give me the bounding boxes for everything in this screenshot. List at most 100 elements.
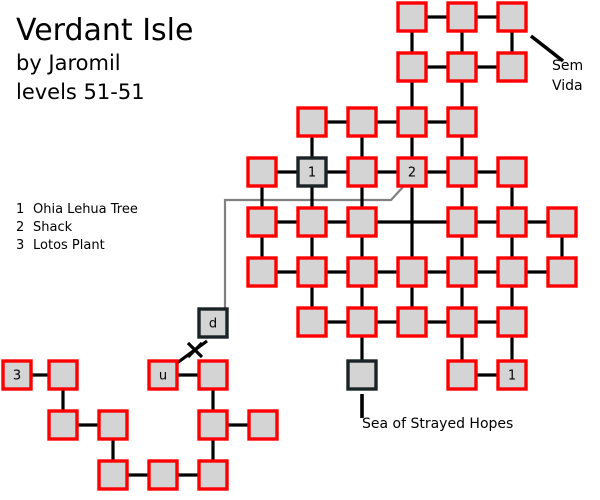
room-box[interactable]	[197, 409, 229, 441]
room-box[interactable]	[296, 306, 328, 338]
map-room[interactable]	[446, 51, 478, 83]
map-room[interactable]	[446, 359, 478, 391]
map-room[interactable]: d	[197, 307, 229, 339]
map-room[interactable]	[346, 306, 378, 338]
room-box[interactable]	[246, 206, 278, 238]
area-label-sem-vida: Sem	[552, 58, 583, 74]
room-box[interactable]	[296, 106, 328, 138]
room-box[interactable]	[496, 359, 528, 391]
map-room[interactable]	[446, 1, 478, 33]
room-box[interactable]	[396, 51, 428, 83]
room-box[interactable]	[147, 359, 179, 391]
room-box[interactable]	[446, 359, 478, 391]
room-box[interactable]	[296, 256, 328, 288]
map-room[interactable]	[396, 1, 428, 33]
room-box[interactable]	[396, 1, 428, 33]
map-room[interactable]	[396, 256, 428, 288]
map-room[interactable]	[446, 156, 478, 188]
room-box[interactable]	[296, 156, 328, 188]
map-room[interactable]	[296, 256, 328, 288]
map-room[interactable]	[296, 306, 328, 338]
map-room[interactable]	[446, 256, 478, 288]
room-box[interactable]	[496, 156, 528, 188]
map-room[interactable]	[446, 106, 478, 138]
map-room[interactable]	[496, 1, 528, 33]
map-room[interactable]	[47, 359, 79, 391]
map-room[interactable]	[246, 206, 278, 238]
room-box[interactable]	[496, 206, 528, 238]
room-box[interactable]	[1, 359, 33, 391]
room-box[interactable]	[247, 409, 279, 441]
map-room[interactable]	[496, 306, 528, 338]
map-room[interactable]	[496, 206, 528, 238]
map-room[interactable]	[446, 206, 478, 238]
map-room[interactable]	[546, 256, 578, 288]
map-room[interactable]	[346, 359, 378, 391]
room-box[interactable]	[496, 256, 528, 288]
room-box[interactable]	[446, 106, 478, 138]
map-room[interactable]	[97, 409, 129, 441]
room-box[interactable]	[346, 156, 378, 188]
map-room[interactable]	[346, 106, 378, 138]
map-room[interactable]: 1	[496, 359, 528, 391]
map-room[interactable]	[396, 306, 428, 338]
map-room[interactable]	[496, 156, 528, 188]
map-room[interactable]	[247, 409, 279, 441]
room-box[interactable]	[446, 156, 478, 188]
room-box[interactable]	[47, 359, 79, 391]
map-room[interactable]	[197, 359, 229, 391]
room-box[interactable]	[197, 359, 229, 391]
room-box[interactable]	[246, 256, 278, 288]
room-box[interactable]	[346, 206, 378, 238]
map-room[interactable]	[296, 206, 328, 238]
room-box[interactable]	[546, 256, 578, 288]
room-box[interactable]	[197, 307, 229, 339]
map-room[interactable]	[346, 256, 378, 288]
room-box[interactable]	[246, 156, 278, 188]
map-room[interactable]	[197, 409, 229, 441]
room-box[interactable]	[446, 206, 478, 238]
room-box[interactable]	[296, 206, 328, 238]
room-box[interactable]	[446, 306, 478, 338]
map-room[interactable]	[246, 256, 278, 288]
room-box[interactable]	[496, 1, 528, 33]
map-room[interactable]	[346, 206, 378, 238]
room-box[interactable]	[546, 206, 578, 238]
room-box[interactable]	[496, 51, 528, 83]
room-box[interactable]	[197, 459, 229, 491]
map-room[interactable]	[446, 306, 478, 338]
room-box[interactable]	[346, 306, 378, 338]
map-room[interactable]	[47, 409, 79, 441]
room-box[interactable]	[446, 51, 478, 83]
map-room[interactable]	[97, 459, 129, 491]
map-room[interactable]: 3	[1, 359, 33, 391]
map-room[interactable]	[496, 256, 528, 288]
room-box[interactable]	[97, 409, 129, 441]
room-box[interactable]	[47, 409, 79, 441]
room-box[interactable]	[147, 459, 179, 491]
map-room[interactable]	[396, 51, 428, 83]
room-box[interactable]	[446, 256, 478, 288]
map-room[interactable]	[396, 106, 428, 138]
room-box[interactable]	[396, 156, 428, 188]
map-room[interactable]: 2	[396, 156, 428, 188]
room-box[interactable]	[346, 106, 378, 138]
map-room[interactable]: u	[147, 359, 179, 391]
map-room[interactable]	[197, 459, 229, 491]
room-box[interactable]	[346, 256, 378, 288]
map-room[interactable]	[496, 51, 528, 83]
map-room[interactable]	[546, 206, 578, 238]
room-box[interactable]	[396, 306, 428, 338]
map-room[interactable]	[346, 156, 378, 188]
room-box[interactable]	[396, 256, 428, 288]
room-box[interactable]	[346, 359, 378, 391]
room-box[interactable]	[396, 106, 428, 138]
room-box[interactable]	[496, 306, 528, 338]
room-box[interactable]	[97, 459, 129, 491]
map-room[interactable]	[147, 459, 179, 491]
map-room[interactable]: 1	[296, 156, 328, 188]
map-room[interactable]	[246, 156, 278, 188]
map-room[interactable]	[296, 106, 328, 138]
connection-layer	[17, 15, 564, 477]
room-box[interactable]	[446, 1, 478, 33]
